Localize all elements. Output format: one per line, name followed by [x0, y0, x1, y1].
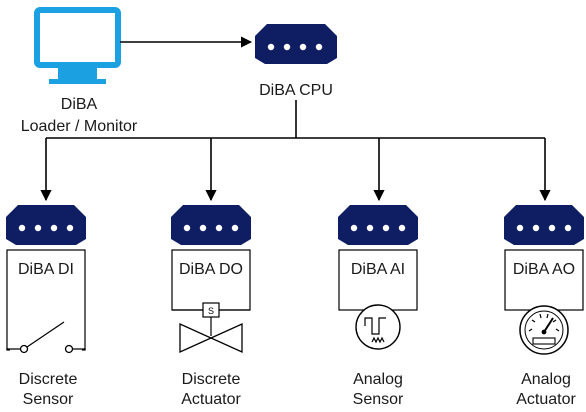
- valve-icon: S: [172, 302, 250, 354]
- module-do: DiBA DO S Discrete Actuator: [171, 205, 251, 408]
- module-ao-caption-line1: Analog: [521, 371, 571, 388]
- module-do-caption-line1: Discrete: [182, 371, 241, 388]
- module-ao-caption-line2: Actuator: [516, 391, 576, 408]
- svg-text:S: S: [208, 306, 214, 316]
- monitor-icon: [34, 7, 121, 84]
- module-do-icon: [171, 205, 251, 245]
- module-ao: DiBA AO Analog Actuator: [504, 205, 584, 408]
- module-ai-caption-line2: Sensor: [353, 391, 404, 408]
- sensor-gauge-icon: [355, 304, 401, 350]
- module-do-label: DiBA DO: [179, 261, 243, 278]
- cpu-label: DiBA CPU: [259, 82, 333, 99]
- module-di-icon: [6, 205, 86, 245]
- module-di: DiBA DI Discrete Sensor: [6, 205, 86, 408]
- cpu-icon: [255, 24, 337, 64]
- module-di-label: DiBA DI: [18, 261, 74, 278]
- module-di-caption-line1: Discrete: [19, 371, 78, 388]
- monitor-label-line2: Loader / Monitor: [21, 118, 138, 135]
- dial-gauge-icon: [519, 305, 569, 355]
- module-ai-icon: [338, 205, 418, 245]
- module-ai: DiBA AI Analog Sensor: [338, 205, 418, 408]
- module-di-caption-line2: Sensor: [23, 391, 74, 408]
- module-ai-label: DiBA AI: [351, 261, 405, 278]
- module-ao-label: DiBA AO: [513, 261, 575, 278]
- bus-lines: [40, 100, 551, 202]
- switch-icon: [6, 321, 86, 356]
- module-do-caption-line2: Actuator: [181, 391, 241, 408]
- monitor-label-line1: DiBA: [61, 96, 98, 113]
- module-ai-caption-line1: Analog: [353, 371, 403, 388]
- module-ao-icon: [504, 205, 584, 245]
